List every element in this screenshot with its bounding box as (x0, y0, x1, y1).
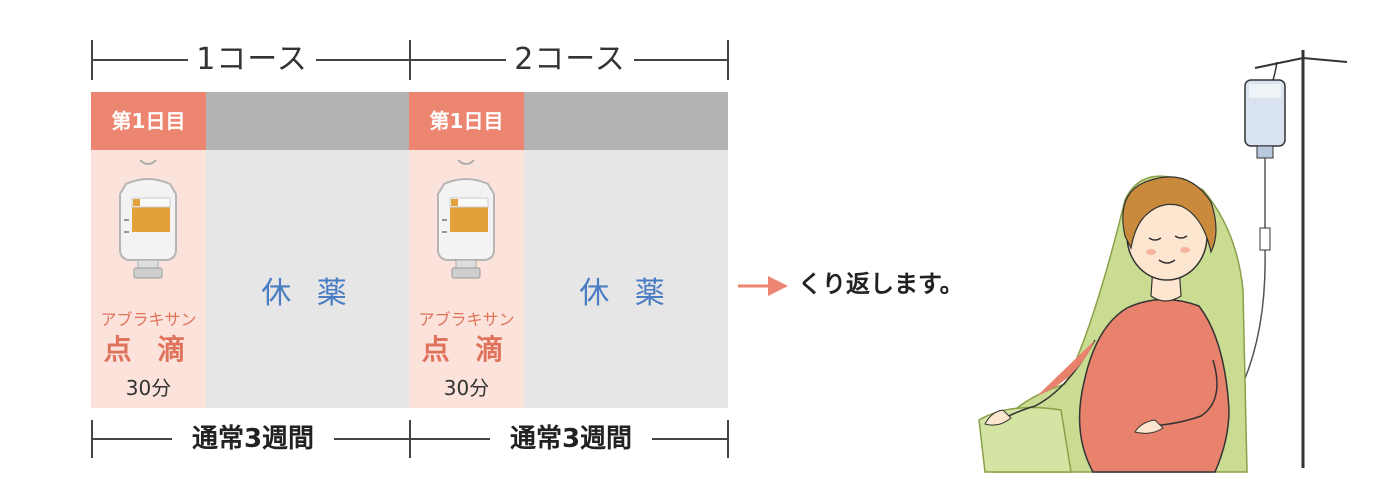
rest-header (524, 92, 728, 150)
rest-label: 休 薬 (261, 276, 355, 311)
timeline-line (91, 438, 729, 440)
cycle-length-label: 通常3週間 (172, 420, 334, 458)
drug-name: アブラキサン (100, 310, 197, 329)
day-1-header: 第1日目 (91, 92, 206, 150)
day-1-header: 第1日目 (409, 92, 524, 150)
rest-cell (524, 150, 728, 408)
rest-header (206, 92, 410, 150)
arrow-right-icon (738, 276, 788, 296)
patient-iv-illustration (978, 50, 1348, 473)
course-1-label: 1コース (188, 38, 316, 82)
cycle-length-label: 通常3週間 (490, 420, 652, 458)
iv-bag-icon (119, 160, 177, 279)
repeat-label: くり返します。 (798, 270, 964, 298)
infusion-duration: 30分 (443, 376, 490, 400)
rest-cell (206, 150, 410, 408)
drip-label: 点 滴 (421, 333, 512, 366)
drug-name: アブラキサン (418, 310, 515, 329)
timeline-line (91, 59, 729, 61)
course-2-label: 2コース (506, 38, 634, 82)
infusion-duration: 30分 (125, 376, 172, 400)
drip-label: 点 滴 (103, 333, 194, 366)
rest-label: 休 薬 (579, 276, 673, 311)
iv-bag-icon (437, 160, 495, 279)
